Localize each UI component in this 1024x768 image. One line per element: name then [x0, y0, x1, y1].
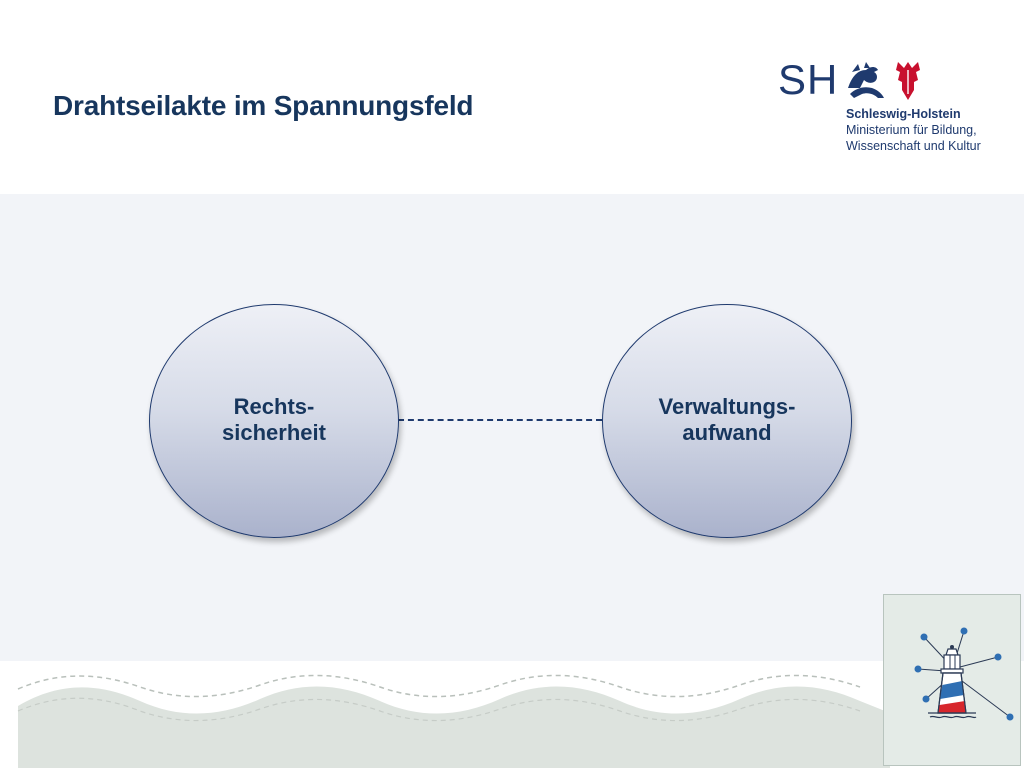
lighthouse-icon	[914, 627, 1014, 721]
bubble-right-line2: aufwand	[682, 420, 772, 445]
bubble-left-line1: Rechts-	[233, 394, 315, 419]
logo-abbreviation: SH	[778, 56, 839, 103]
coat-of-arms-icon	[848, 62, 920, 100]
bubble-left-line2: sicherheit	[222, 420, 326, 445]
logo-text: Schleswig-Holstein Ministerium für Bildu…	[846, 106, 981, 154]
bubble-rechtssicherheit: Rechts- sicherheit	[149, 304, 399, 538]
logo-ministry-line1: Ministerium für Bildung,	[846, 123, 977, 137]
bubble-right-line1: Verwaltungs-	[658, 394, 796, 419]
wave-decoration	[17, 674, 890, 768]
lighthouse-card	[883, 594, 1021, 766]
logo-state-name: Schleswig-Holstein	[846, 107, 961, 121]
bubble-left-label: Rechts- sicherheit	[222, 394, 326, 446]
logo-ministry-line2: Wissenschaft und Kultur	[846, 139, 981, 153]
dashed-connector	[398, 419, 602, 421]
ministry-logo: SH Schleswig-Holstein Ministerium für Bi…	[776, 56, 986, 156]
page-title: Drahtseilakte im Spannungsfeld	[53, 90, 474, 121]
bubble-right-label: Verwaltungs- aufwand	[659, 394, 796, 446]
bubble-verwaltungsaufwand: Verwaltungs- aufwand	[602, 304, 852, 538]
